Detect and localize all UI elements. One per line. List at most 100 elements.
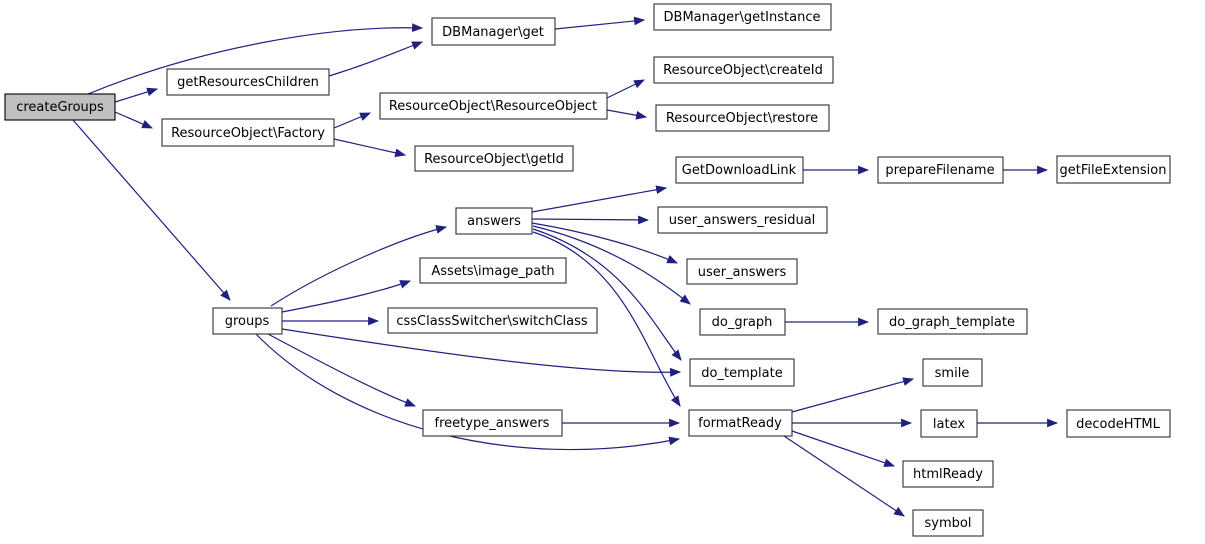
node-box <box>414 145 574 172</box>
node-box <box>689 358 795 387</box>
node-box <box>653 3 832 31</box>
node-do_graph[interactable]: do_graph <box>699 308 786 336</box>
node-label: DBManager\get <box>442 25 544 40</box>
node-user_answers_residual[interactable]: user_answers_residual <box>657 206 828 234</box>
node-ResourceObject_getId[interactable]: ResourceObject\getId <box>414 145 574 172</box>
node-do_template[interactable]: do_template <box>689 358 795 387</box>
edge-groups-to-answers <box>270 225 448 307</box>
node-box <box>657 206 828 234</box>
edge-formatReady-to-symbol <box>783 435 905 517</box>
node-DBManager_get[interactable]: DBManager\get <box>431 17 556 46</box>
node-label: cssClassSwitcher\switchClass <box>396 314 588 329</box>
node-label: symbol <box>925 516 972 531</box>
edge-answers-to-user_answers_residual <box>531 215 650 225</box>
node-label: ResourceObject\createId <box>663 63 823 78</box>
node-box <box>1056 155 1171 184</box>
edge-answers-to-user_answers <box>531 222 679 264</box>
node-box <box>422 409 563 437</box>
node-getResourcesChildren[interactable]: getResourcesChildren <box>166 68 330 96</box>
node-label: do_graph_template <box>889 315 1015 330</box>
edge-ResourceObject_Factory-to-ResourceObject_ResourceObject <box>333 112 372 129</box>
node-ResourceObject_ResourceObject[interactable]: ResourceObject\ResourceObject <box>379 92 608 120</box>
edge-ResourceObject_ResourceObject-to-ResourceObject_restore <box>606 109 648 120</box>
node-box <box>655 104 830 132</box>
node-box <box>431 17 556 46</box>
node-smile[interactable]: smile <box>922 358 983 387</box>
node-formatReady[interactable]: formatReady <box>688 409 793 437</box>
edge-createGroups-to-DBManager_get <box>87 23 424 95</box>
node-latex[interactable]: latex <box>920 409 978 438</box>
edge-ResourceObject_ResourceObject-to-ResourceObject_createId <box>606 79 645 99</box>
node-ResourceObject_Factory[interactable]: ResourceObject\Factory <box>161 118 335 147</box>
node-symbol[interactable]: symbol <box>912 509 984 537</box>
edge-createGroups-to-groups <box>72 119 231 301</box>
node-getFileExtension[interactable]: getFileExtension <box>1056 155 1171 184</box>
node-layer: createGroups getResourcesChildren DBMana… <box>4 3 1171 537</box>
node-GetDownloadLink[interactable]: GetDownloadLink <box>675 156 804 184</box>
node-ResourceObject_createId[interactable]: ResourceObject\createId <box>653 56 834 84</box>
node-box <box>1066 409 1171 438</box>
node-box <box>212 307 283 335</box>
node-label: do_graph <box>712 315 773 330</box>
edge-answers-to-do_graph <box>532 225 691 305</box>
edge-formatReady-to-htmlReady <box>791 430 896 467</box>
edge-getResourcesChildren-to-DBManager_get <box>328 41 424 77</box>
edge-DBManager_get-to-DBManager_getInstance <box>554 16 646 30</box>
node-box <box>877 156 1004 184</box>
node-DBManager_getInstance[interactable]: DBManager\getInstance <box>653 3 832 31</box>
node-box <box>4 93 116 121</box>
edge-formatReady-to-smile <box>791 377 915 413</box>
edge-answers-to-formatReady <box>532 231 681 407</box>
node-label: formatReady <box>698 416 782 431</box>
edge-ResourceObject_Factory-to-ResourceObject_getId <box>333 138 407 158</box>
node-prepareFilename[interactable]: prepareFilename <box>877 156 1004 184</box>
node-box <box>920 409 978 438</box>
node-ResourceObject_restore[interactable]: ResourceObject\restore <box>655 104 830 132</box>
node-box <box>166 68 330 96</box>
node-box <box>387 307 598 334</box>
node-box <box>653 56 834 84</box>
node-box <box>379 92 608 120</box>
edge-answers-to-do_template <box>532 228 682 361</box>
edge-layer <box>72 16 1059 517</box>
node-label: do_template <box>701 366 782 381</box>
node-label: smile <box>935 366 970 381</box>
node-box <box>455 207 533 235</box>
node-box <box>688 409 793 437</box>
edge-createGroups-to-ResourceObject_Factory <box>114 111 154 129</box>
node-label: freetype_answers <box>435 416 550 431</box>
node-label: user_answers_residual <box>669 213 816 228</box>
node-box <box>686 258 798 285</box>
node-label: getResourcesChildren <box>177 75 319 90</box>
node-freetype_answers[interactable]: freetype_answers <box>422 409 563 437</box>
edge-groups-to-Assets_image_path <box>281 280 412 313</box>
node-box <box>675 156 804 184</box>
edge-groups-to-freetype_answers <box>267 333 417 407</box>
node-box <box>912 509 984 537</box>
node-label: ResourceObject\Factory <box>171 126 325 141</box>
node-user_answers[interactable]: user_answers <box>686 258 798 285</box>
node-groups[interactable]: groups <box>212 307 283 335</box>
node-label: ResourceObject\getId <box>424 152 564 167</box>
node-createGroups: createGroups <box>4 93 116 121</box>
edge-answers-to-GetDownloadLink <box>531 185 668 213</box>
node-box <box>922 358 983 387</box>
node-box <box>902 460 994 488</box>
node-answers[interactable]: answers <box>455 207 533 235</box>
node-decodeHTML[interactable]: decodeHTML <box>1066 409 1171 438</box>
node-do_graph_template[interactable]: do_graph_template <box>877 308 1028 335</box>
node-label: getFileExtension <box>1060 163 1167 178</box>
node-label: ResourceObject\ResourceObject <box>389 99 597 114</box>
node-label: decodeHTML <box>1076 417 1161 432</box>
node-Assets_image_path[interactable]: Assets\image_path <box>419 257 567 284</box>
node-label: htmlReady <box>913 467 983 482</box>
node-htmlReady[interactable]: htmlReady <box>902 460 994 488</box>
node-box <box>877 308 1028 335</box>
node-cssClassSwitcher_switchClass[interactable]: cssClassSwitcher\switchClass <box>387 307 598 334</box>
node-label: answers <box>467 214 521 229</box>
node-label: ResourceObject\restore <box>666 111 818 126</box>
node-box <box>419 257 567 284</box>
node-label: prepareFilename <box>885 163 994 178</box>
